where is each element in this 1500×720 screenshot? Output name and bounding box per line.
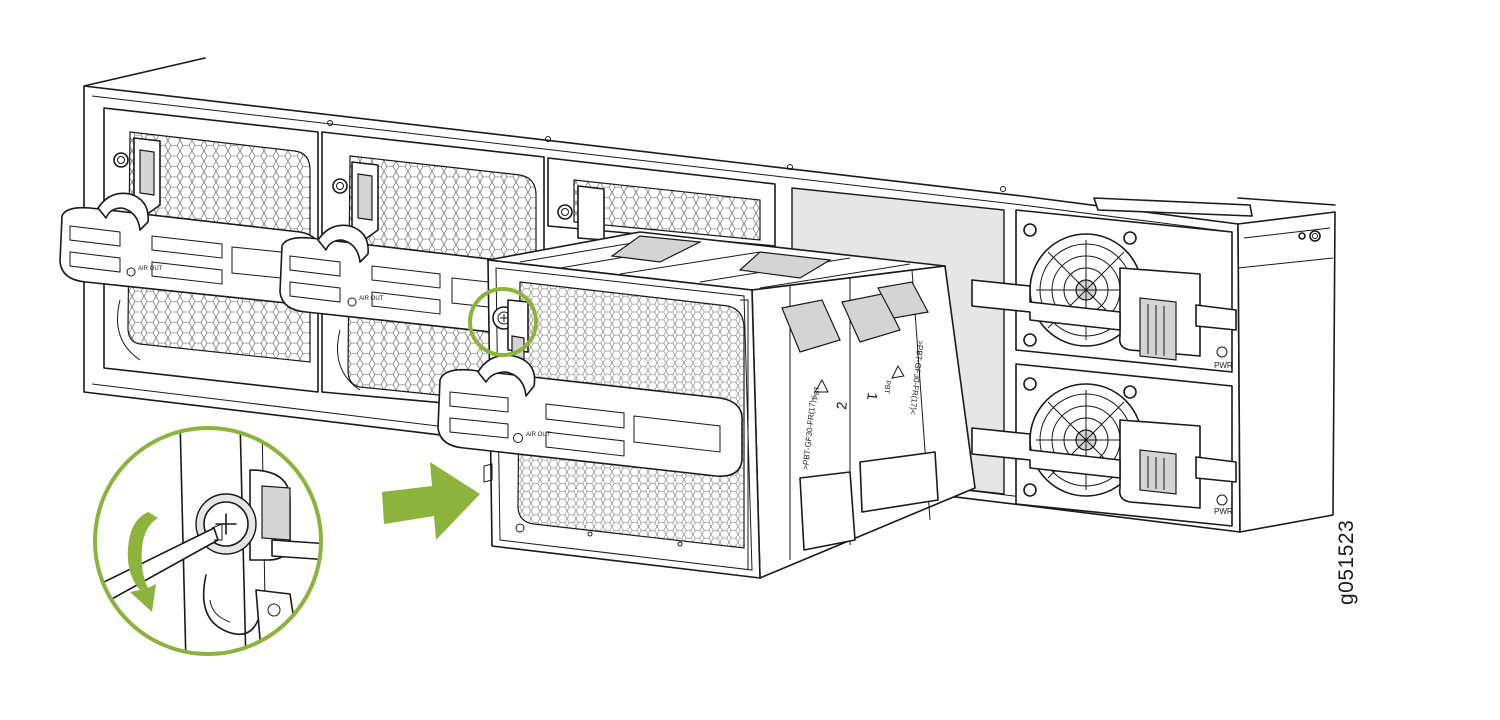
figure-id: g051523 (1335, 500, 1358, 620)
screw-detail-inset (93, 426, 323, 656)
power-supply-bottom: PWR (971, 363, 1237, 527)
airflow-icon: AIR OUT (126, 266, 163, 277)
psu-top-label: PWR (1214, 361, 1233, 370)
svg-text:AIR OUT: AIR OUT (526, 432, 551, 438)
power-supply-top: PWR (971, 209, 1237, 373)
psu-bottom-label: PWR (1214, 507, 1233, 516)
insert-arrow-icon (382, 462, 480, 540)
svg-text:PBT: PBT (883, 380, 891, 395)
airflow-icon: AIR OUT (347, 296, 384, 307)
rail-screw-icon (327, 120, 1006, 192)
recycle-icon: PBT (813, 378, 829, 400)
screw-highlight-ring (468, 287, 538, 357)
fan-slot-number-b: 1 (864, 392, 881, 402)
fan-handle-1: AIR OUT (59, 192, 321, 306)
svg-text:AIR OUT: AIR OUT (359, 296, 384, 302)
airflow-icon: AIR OUT (513, 432, 551, 443)
figure-id-text: g051523 (1335, 519, 1358, 605)
recycle-icon: PBT (883, 364, 905, 395)
fan-module-being-inserted: >PBT-GF30-FR(17)< >PBT-GF30-FR(17)< PBT … (437, 231, 976, 579)
fan-slot-number-a: 2 (833, 401, 850, 411)
rotate-arrow-icon (127, 512, 158, 612)
svg-text:PBT: PBT (813, 385, 821, 400)
installed-fan-module-3 (547, 157, 776, 247)
svg-text:AIR OUT: AIR OUT (138, 266, 163, 272)
